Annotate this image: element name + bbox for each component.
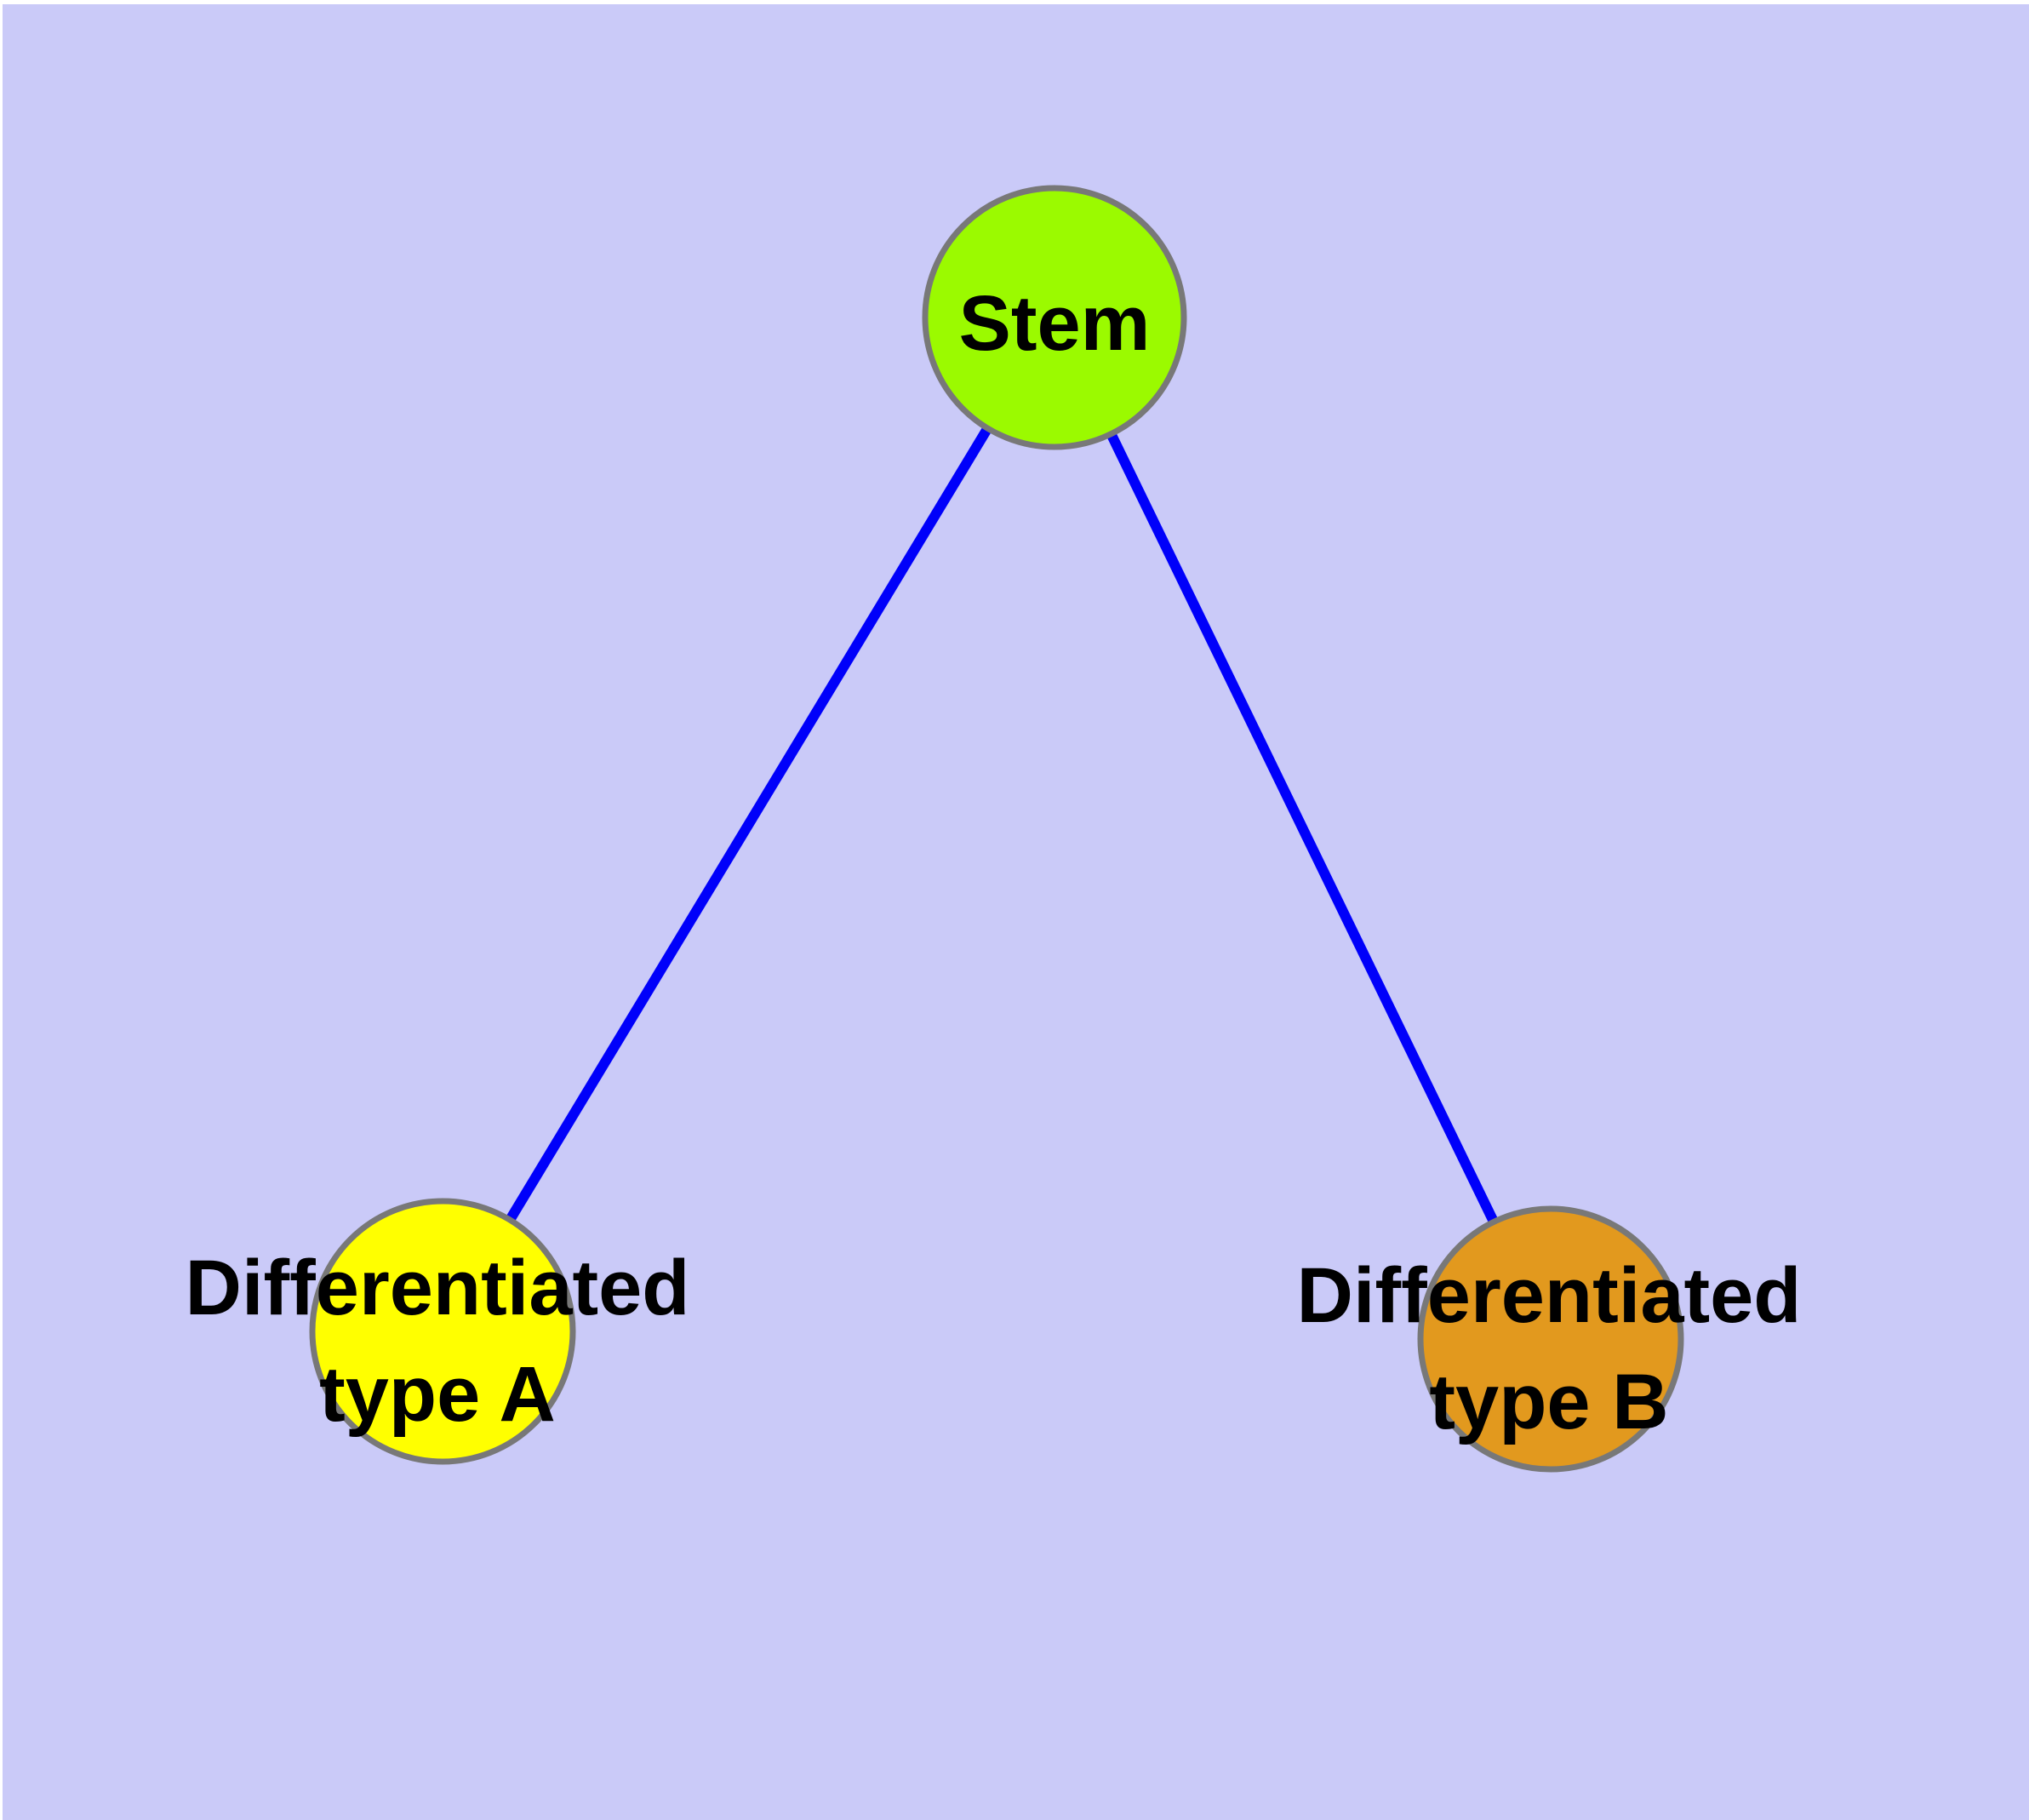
edge-stem-to-type-b [1049,315,1556,1342]
node-differentiated-type-b[interactable]: Differentiated type B [1297,1205,1802,1473]
node-stem[interactable]: Stem [922,185,1187,450]
node-differentiated-type-a[interactable]: Differentiated type A [186,1198,690,1465]
stem-node-circle[interactable] [922,185,1187,450]
stem-node-label: Stem [959,280,1151,367]
type-a-node-label-line1: Differentiated [186,1245,690,1331]
type-a-node-label-line2: type A [319,1351,556,1438]
type-b-node-circle[interactable] [1417,1205,1684,1473]
type-a-node-circle[interactable] [309,1198,576,1465]
type-b-node-label-line2: type B [1429,1359,1668,1445]
edge-group [437,314,1556,1342]
edge-stem-to-type-a [437,314,1060,1335]
type-b-node-label-line1: Differentiated [1297,1252,1802,1339]
